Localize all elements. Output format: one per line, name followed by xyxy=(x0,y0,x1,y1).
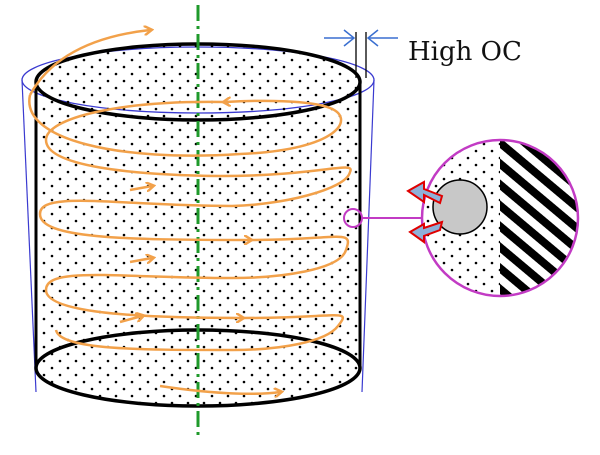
spiral-segment-7 xyxy=(129,186,152,190)
spiral-segment-14 xyxy=(159,384,280,394)
spiral-segment-6 xyxy=(38,199,250,240)
spiral-segment-8 xyxy=(231,235,350,280)
clearance-dimension xyxy=(324,29,398,78)
spiral-segment-2 xyxy=(28,94,241,157)
spiral-segment-11 xyxy=(231,314,344,352)
cylinder xyxy=(34,42,362,408)
particle xyxy=(432,179,488,235)
spiral-segment-5 xyxy=(219,166,352,208)
flow-arrow-down xyxy=(408,220,444,244)
magnifier-callout xyxy=(343,138,580,298)
spiral-segment-10 xyxy=(129,258,152,262)
spiral-segment-9 xyxy=(44,273,242,318)
flow-arrow-up xyxy=(406,180,444,205)
magnifier-wall-hatch xyxy=(500,140,578,296)
spiral-segment-4 xyxy=(44,100,226,178)
spiral-flow xyxy=(28,30,352,394)
spiral-segment-12 xyxy=(54,329,233,352)
magnifier-large-circle xyxy=(420,138,580,298)
cylinder-body-fill xyxy=(36,44,360,406)
spiral-segment-13 xyxy=(119,316,142,324)
dimension-arrow-left xyxy=(324,29,356,47)
spiral-segment-3 xyxy=(225,101,343,156)
dimension-arrow-right xyxy=(366,29,398,47)
spiral-segment-1 xyxy=(28,30,150,96)
high-oc-label: High OC xyxy=(408,37,522,67)
